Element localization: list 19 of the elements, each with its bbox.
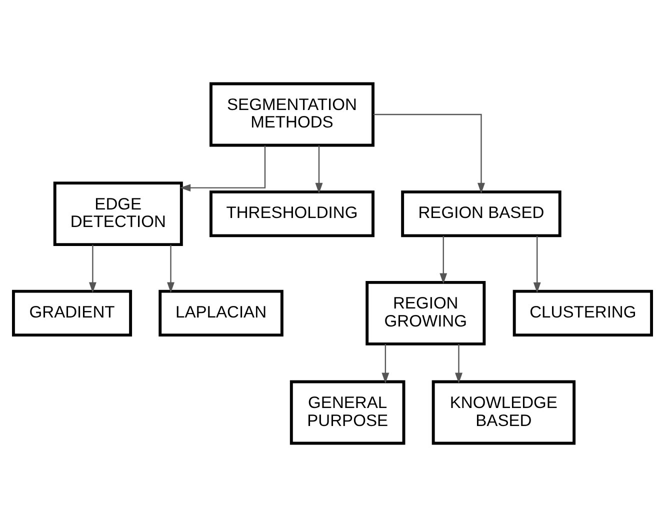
node-box: LAPLACIAN [158, 290, 284, 337]
arrow [455, 344, 462, 384]
arrow [180, 146, 266, 192]
node-box: REGION BASED [401, 190, 562, 238]
arrow [440, 236, 448, 284]
arrow [533, 236, 541, 293]
node-box: GRADIENT [12, 290, 132, 337]
arrow [88, 244, 96, 293]
node-box: EDGE DETECTION [53, 182, 183, 246]
arrow [382, 344, 390, 384]
node-box: SEGMENTATION METHODS [210, 82, 374, 147]
arrow [315, 145, 323, 194]
arrow [167, 244, 174, 293]
arrow [373, 114, 485, 194]
node-box: REGION GROWING [366, 280, 486, 346]
node-box: THRESHOLDING [210, 190, 374, 238]
node-box: GENERAL PURPOSE [290, 380, 406, 445]
node-box: KNOWLEDGE BASED [432, 380, 576, 445]
node-box: CLUSTERING [512, 290, 653, 337]
